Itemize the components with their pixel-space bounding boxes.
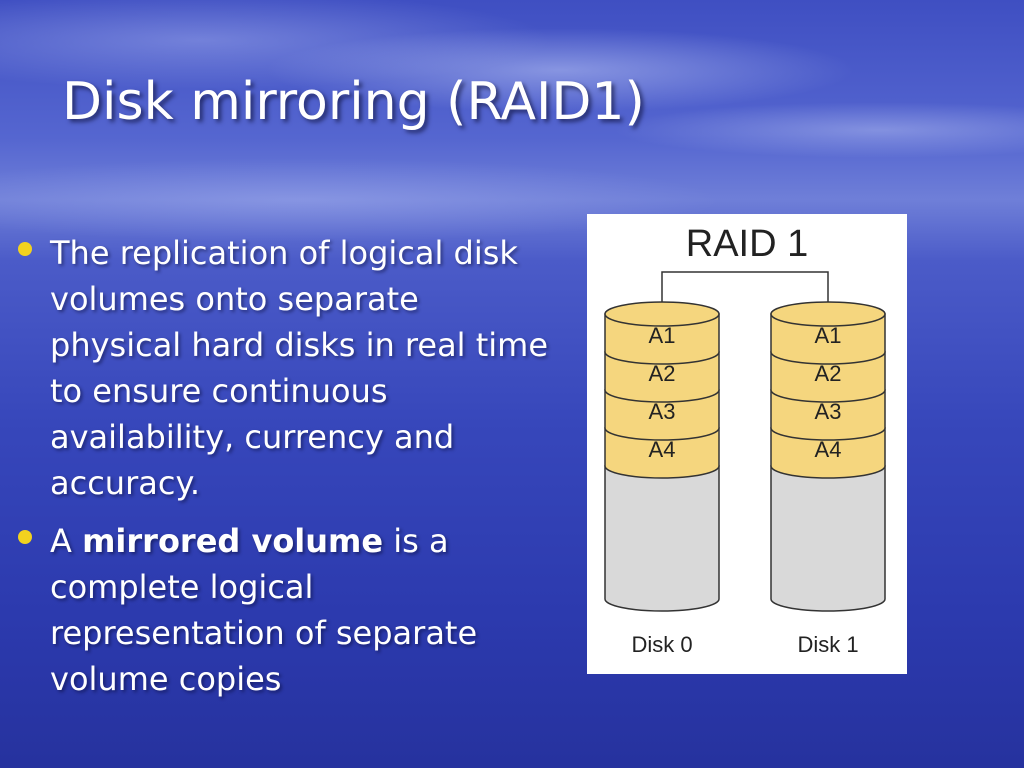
- disk-block-label: A3: [815, 399, 842, 424]
- disk-top-cap: [770, 301, 886, 327]
- disk-block-label: A2: [815, 361, 842, 386]
- bullet-bold-term: mirrored volume: [82, 522, 384, 560]
- disk-label: Disk 1: [797, 632, 858, 657]
- disk-block-label: A3: [649, 399, 676, 424]
- disk-top-cap: [604, 301, 720, 327]
- bullet-text: The replication of logical disk volumes …: [50, 234, 549, 502]
- disk-block-label: A2: [649, 361, 676, 386]
- disk-block: [770, 313, 886, 365]
- disk-block: [770, 351, 886, 403]
- diagram-heading: RAID 1: [686, 223, 808, 265]
- bullet-item: The replication of logical disk volumes …: [18, 230, 558, 506]
- slide-title: Disk mirroring (RAID1): [62, 72, 645, 132]
- disk-block: [770, 389, 886, 441]
- disk-block-label: A4: [815, 437, 842, 462]
- bullet-list: The replication of logical disk volumes …: [18, 230, 558, 714]
- disk-empty-space: [604, 465, 720, 612]
- disk-block-label: A1: [649, 323, 676, 348]
- disk-block-label: A1: [815, 323, 842, 348]
- bullet-dot-icon: [18, 530, 32, 544]
- disk-block: [604, 389, 720, 441]
- disk-empty-space: [770, 465, 886, 612]
- bullet-prefix: A: [50, 522, 83, 560]
- bullet-suffix: is a complete logical representation of …: [50, 522, 478, 698]
- disk-block-label: A4: [649, 437, 676, 462]
- disk-block: [770, 427, 886, 479]
- bullet-dot-icon: [18, 242, 32, 256]
- disk-block: [604, 427, 720, 479]
- disk-block: [604, 313, 720, 365]
- disk-label: Disk 0: [631, 632, 692, 657]
- disk-block: [604, 351, 720, 403]
- connector-line: [661, 271, 829, 302]
- bullet-item: A mirrored volume is a complete logical …: [18, 518, 558, 702]
